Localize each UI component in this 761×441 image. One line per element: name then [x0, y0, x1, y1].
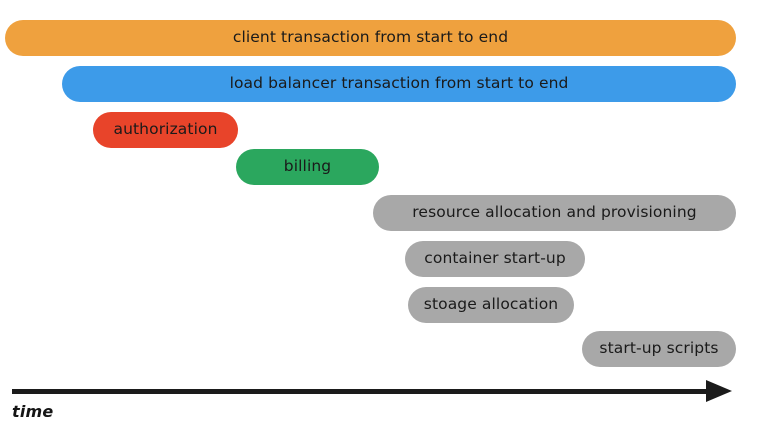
bar-authorization[interactable]: authorization	[93, 112, 238, 148]
bar-label: resource allocation and provisioning	[412, 203, 697, 222]
bar-label: container start-up	[424, 249, 566, 268]
bar-load-balancer-transaction[interactable]: load balancer transaction from start to …	[62, 66, 736, 102]
bar-label: load balancer transaction from start to …	[229, 74, 569, 93]
bar-label: billing	[283, 157, 332, 176]
axis-label: time	[12, 402, 54, 421]
bar-label: authorization	[113, 120, 218, 139]
bar-label: stoage allocation	[423, 295, 559, 314]
bar-label: client transaction from start to end	[232, 28, 509, 47]
bar-label: start-up scripts	[599, 339, 719, 358]
bar-billing[interactable]: billing	[236, 149, 379, 185]
bar-client-transaction[interactable]: client transaction from start to end	[5, 20, 736, 56]
bar-start-up-scripts[interactable]: start-up scripts	[582, 331, 736, 367]
bar-stoage-allocation[interactable]: stoage allocation	[408, 287, 574, 323]
bar-resource-allocation-and-provisioning[interactable]: resource allocation and provisioning	[373, 195, 736, 231]
bar-container-start-up[interactable]: container start-up	[405, 241, 585, 277]
arrow-head-icon	[706, 380, 732, 402]
axis-line	[12, 389, 712, 394]
